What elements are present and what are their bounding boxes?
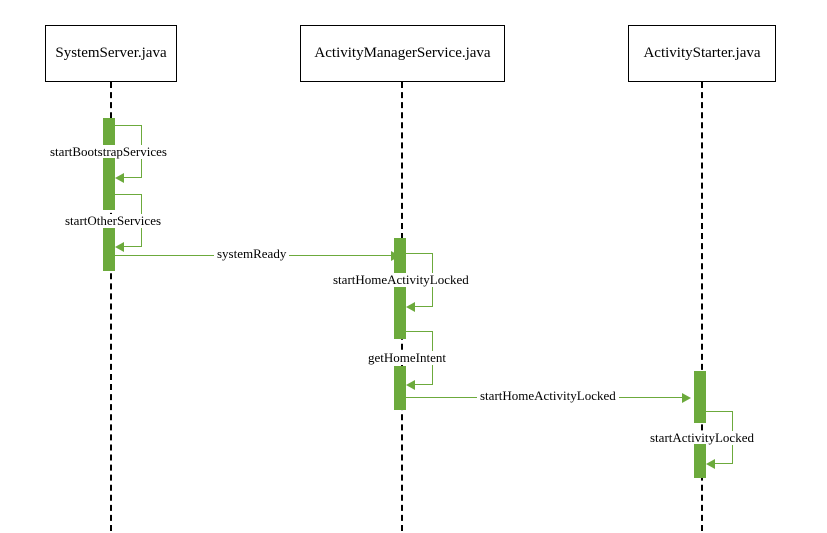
activation-system-server-3: [103, 228, 115, 271]
self-message-label-start-home-activity-locked: startHomeActivityLocked: [331, 272, 471, 287]
message-label-start-home-activity-locked: startHomeActivityLocked: [477, 389, 619, 403]
self-call-4-arrowhead: [406, 380, 415, 390]
self-call-1-bottom-line: [120, 177, 142, 178]
self-message-label-start-bootstrap-services: startBootstrapServices: [48, 144, 169, 159]
self-call-4-top-line: [405, 331, 433, 332]
self-call-5-top-line: [705, 411, 733, 412]
self-call-1-top-line: [114, 125, 142, 126]
activation-activity-manager-1: [394, 238, 406, 278]
message-label-system-ready: systemReady: [214, 247, 290, 261]
participant-box-activity-starter[interactable]: ActivityStarter.java: [628, 25, 776, 82]
self-call-3-bottom-line: [411, 306, 433, 307]
self-call-1-arrowhead: [115, 173, 124, 183]
message-arrowhead-start-home-activity-locked: [682, 393, 691, 403]
self-call-4-bottom-line: [411, 384, 433, 385]
self-call-3-top-line: [405, 253, 433, 254]
self-call-2-arrowhead: [115, 242, 124, 252]
self-message-label-start-activity-locked: startActivityLocked: [648, 430, 756, 445]
self-call-5-bottom-line: [711, 463, 733, 464]
activation-activity-manager-3: [394, 366, 406, 410]
lifeline-system-server: [110, 82, 112, 531]
participant-box-system-server[interactable]: SystemServer.java: [45, 25, 177, 82]
self-message-label-get-home-intent: getHomeIntent: [366, 350, 448, 365]
activation-system-server-2: [103, 158, 115, 210]
self-call-3-arrowhead: [406, 302, 415, 312]
participant-label-activity-starter: ActivityStarter.java: [643, 45, 761, 61]
activation-activity-starter-2: [694, 444, 706, 478]
activation-activity-starter-1: [694, 371, 706, 423]
self-call-2-top-line: [114, 194, 142, 195]
activation-system-server-1: [103, 118, 115, 145]
self-call-2-bottom-line: [120, 246, 142, 247]
self-message-label-start-other-services: startOtherServices: [63, 213, 164, 228]
lifeline-activity-starter: [701, 82, 703, 531]
self-call-5-arrowhead: [706, 459, 715, 469]
participant-label-activity-manager-service: ActivityManagerService.java: [314, 45, 491, 61]
activation-activity-manager-2: [394, 287, 406, 339]
participant-box-activity-manager-service[interactable]: ActivityManagerService.java: [300, 25, 505, 82]
participant-label-system-server: SystemServer.java: [55, 45, 167, 61]
